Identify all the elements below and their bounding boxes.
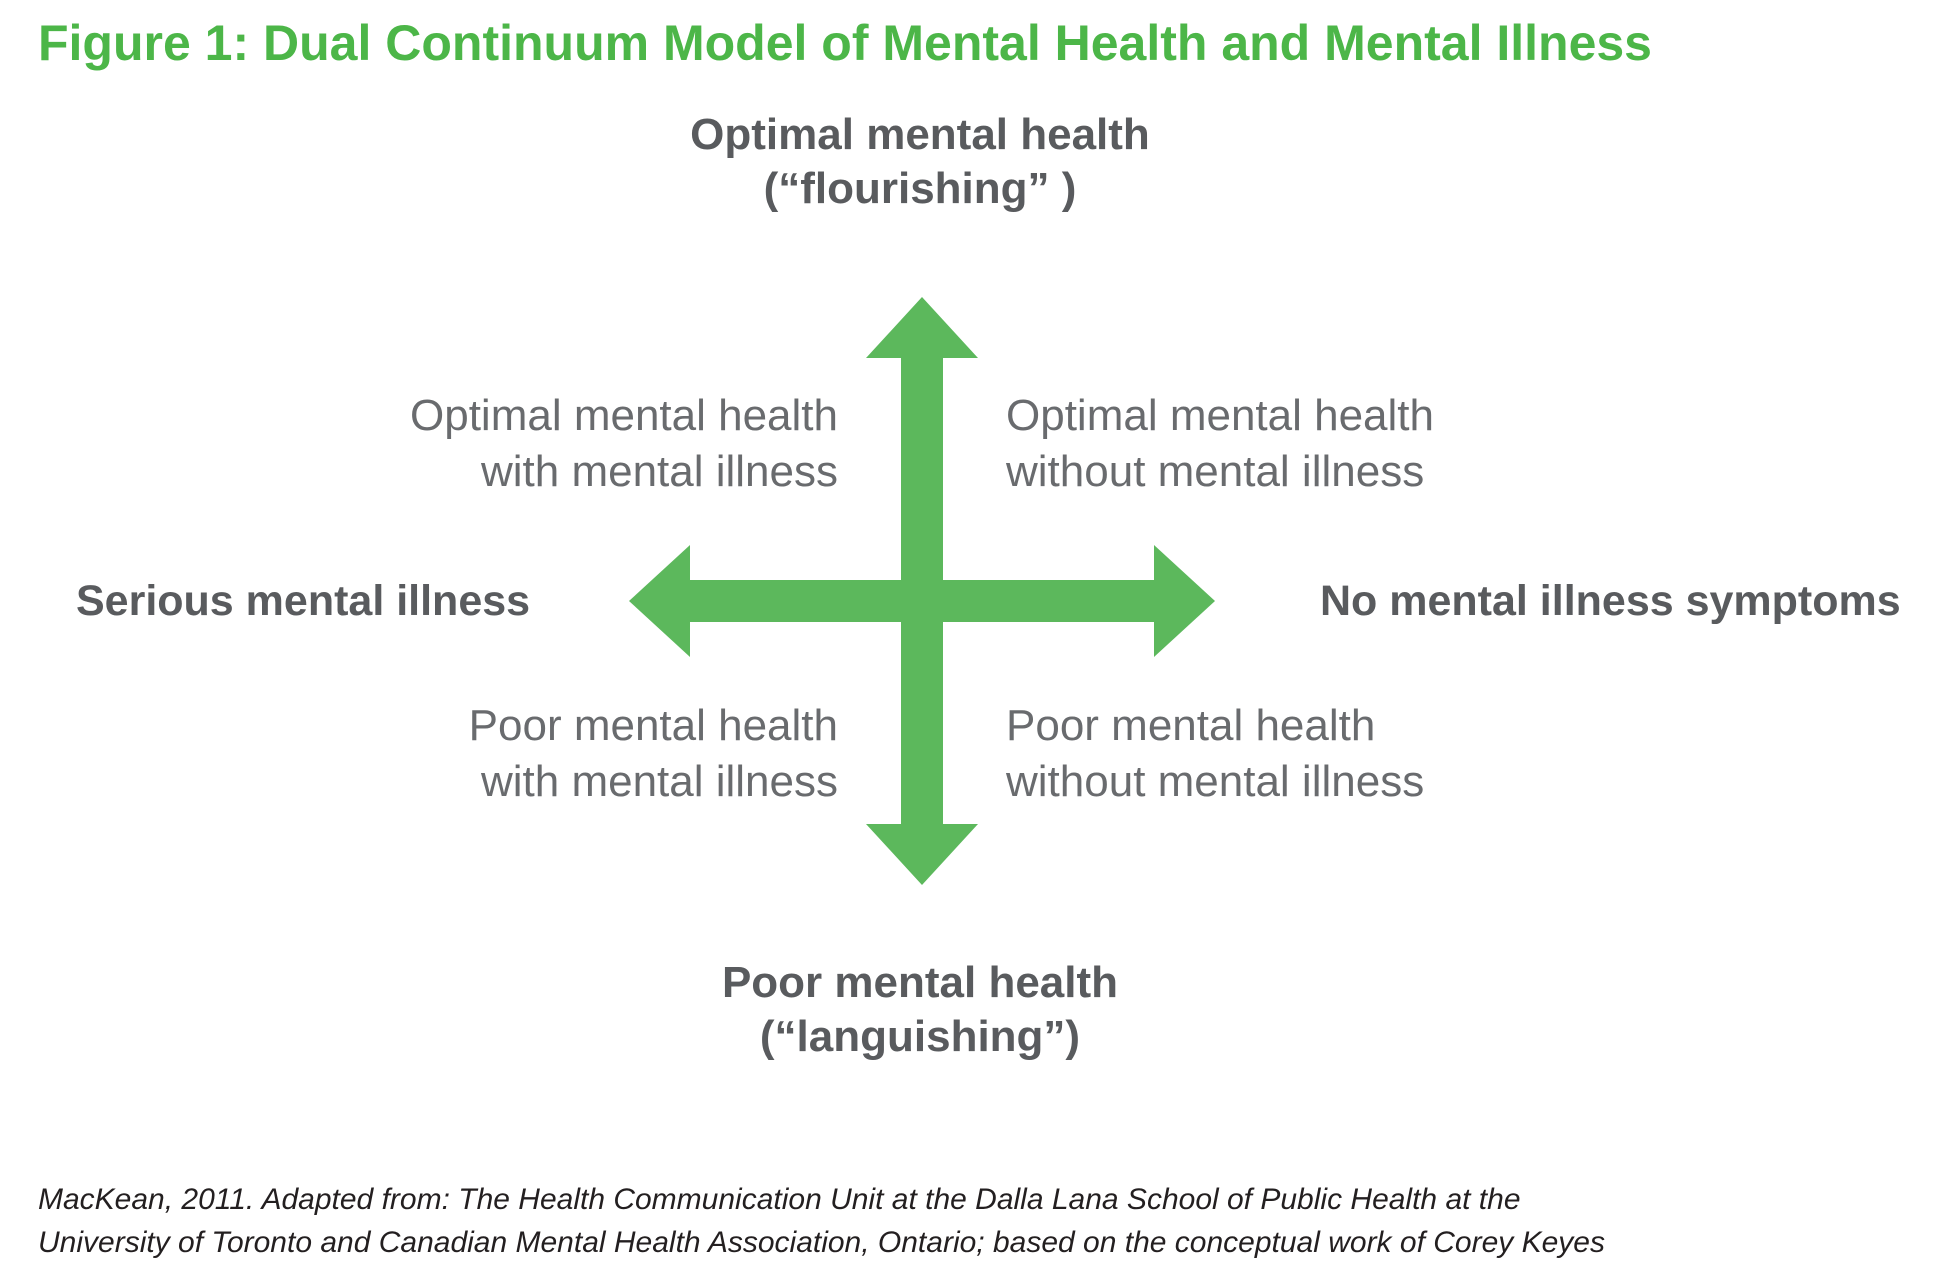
citation: MacKean, 2011. Adapted from: The Health …	[38, 1178, 1605, 1264]
axis-label-poor-mental-health: Poor mental health (“languishing”)	[320, 956, 1520, 1064]
arrowhead-up-icon	[866, 297, 978, 358]
axis-label-serious-mental-illness: Serious mental illness	[76, 577, 531, 625]
quadrant-bottom-right-label: Poor mental health without mental illnes…	[1006, 698, 1424, 810]
quadrant-top-right-label: Optimal mental health without mental ill…	[1006, 388, 1434, 500]
axis-bottom-line1: Poor mental health	[721, 958, 1119, 1007]
citation-line1: MacKean, 2011. Adapted from: The Health …	[38, 1183, 1521, 1216]
quadrant-bottom-left-label: Poor mental health with mental illness	[469, 698, 838, 810]
quadrant-top-left-label: Optimal mental health with mental illnes…	[410, 388, 838, 500]
quadrant-bottom-left-line1: Poor mental health	[468, 701, 838, 750]
figure-title: Figure 1: Dual Continuum Model of Mental…	[38, 15, 1652, 71]
axis-top-line2: (“flourishing” )	[763, 164, 1077, 213]
quadrant-bottom-right-line1: Poor mental health	[1006, 701, 1376, 750]
citation-line2: University of Toronto and Canadian Menta…	[38, 1226, 1605, 1259]
axis-top-line1: Optimal mental health	[690, 110, 1150, 159]
quadrant-top-left-line1: Optimal mental health	[410, 391, 838, 440]
arrowhead-right-icon	[1154, 545, 1215, 657]
arrowhead-down-icon	[866, 824, 978, 885]
arrowhead-left-icon	[629, 545, 690, 657]
horizontal-arrow-shaft	[688, 580, 1156, 622]
quadrant-top-right-line1: Optimal mental health	[1006, 391, 1434, 440]
quadrant-top-left-line2: with mental illness	[480, 447, 838, 496]
quadrant-bottom-right-line2: without mental illness	[1006, 757, 1425, 806]
axis-label-optimal-mental-health: Optimal mental health (“flourishing” )	[320, 108, 1520, 216]
quadrant-top-right-line2: without mental illness	[1006, 447, 1425, 496]
axis-bottom-line2: (“languishing”)	[759, 1012, 1081, 1061]
quadrant-bottom-left-line2: with mental illness	[480, 757, 838, 806]
axis-label-no-mental-illness-symptoms: No mental illness symptoms	[1320, 577, 1901, 625]
